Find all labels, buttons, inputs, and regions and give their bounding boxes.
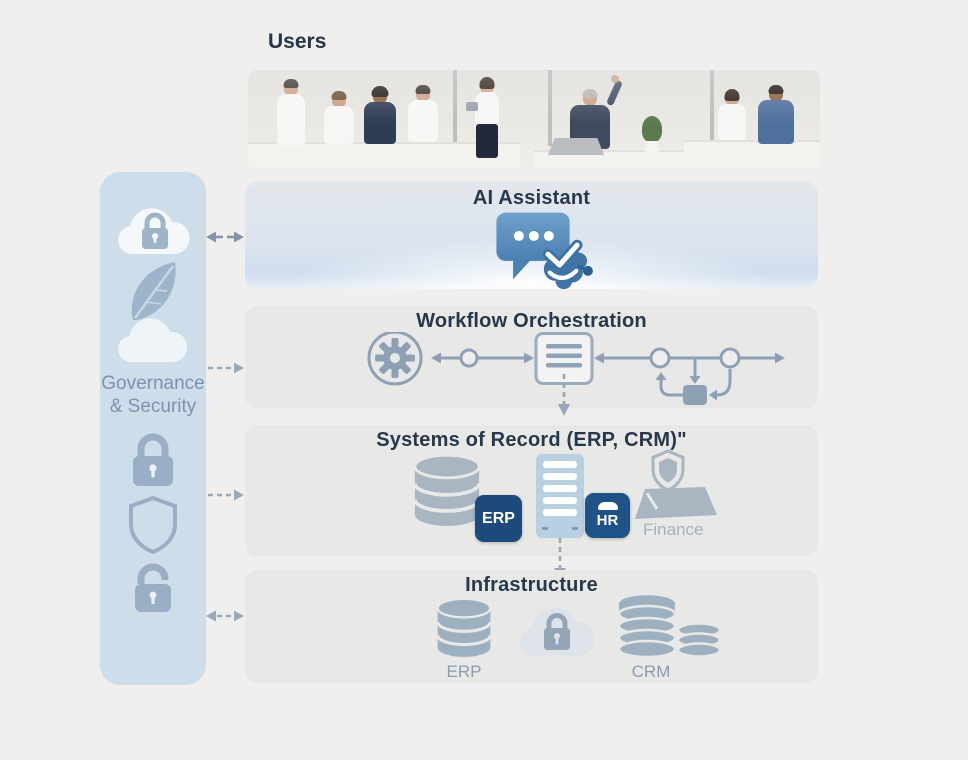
workflow-title: Workflow Orchestration: [416, 310, 647, 332]
process-node-icon: [719, 347, 741, 369]
infra-crm-label: CRM: [631, 662, 671, 681]
cloud-lock-icon: [513, 602, 599, 665]
erp-badge-label: ERP: [482, 509, 515, 527]
laptop-photo: [548, 138, 604, 155]
meeting-table: [684, 140, 820, 168]
cloud-lock-icon: [112, 204, 194, 263]
photo-figure: [324, 91, 354, 146]
process-node-icon: [649, 347, 671, 369]
gear-icon: [375, 338, 415, 378]
ai-assistant-title: AI Assistant: [472, 187, 591, 209]
gear-ring: [367, 330, 423, 386]
layer-systems-of-record: Systems of Record (ERP, CRM)" ERP: [245, 425, 818, 556]
laptop-icon: [633, 487, 717, 526]
shield-icon: [126, 494, 180, 561]
lock-icon: [127, 430, 179, 493]
task-square-icon: [683, 385, 707, 405]
arrow-sidebar-to-ai: [206, 229, 244, 245]
photo-figure: [466, 77, 500, 158]
erp-badge: ERP: [475, 495, 522, 542]
photo-figure: [364, 86, 396, 146]
database-icon: [413, 453, 481, 536]
arrow-sidebar-to-workflow: [206, 360, 244, 376]
arrow-workflow-to-systems: [556, 374, 572, 416]
users-label: Users: [268, 30, 327, 53]
arrow-sidebar-to-systems: [206, 487, 244, 503]
crm-database-stack-icon: [617, 592, 722, 669]
arrow-sidebar-to-infrastructure: [206, 608, 244, 624]
infrastructure-title: Infrastructure: [465, 574, 598, 596]
photo-figure: [718, 89, 746, 142]
window-frame-line: [453, 70, 457, 146]
leaf-icon: [127, 260, 179, 329]
workflow-flow-graphic: [245, 330, 818, 413]
plant: [642, 116, 662, 142]
governance-security-label: Governance & Security: [84, 372, 222, 418]
cloud-icon: [113, 318, 193, 369]
photo-figure: [408, 85, 438, 144]
server-icon: [535, 453, 585, 544]
window-frame-line: [548, 70, 552, 146]
ai-chat-icon: [493, 211, 593, 295]
window-frame-line: [710, 70, 714, 146]
finance-label: Finance: [643, 520, 704, 539]
process-node-icon: [459, 348, 479, 368]
photo-haze: [248, 70, 820, 168]
governance-sidebar: Governance & Security: [100, 172, 206, 685]
security-line: & Security: [109, 396, 197, 417]
photo-figure: [758, 85, 794, 146]
plant-pot: [645, 141, 659, 154]
governance-line: Governance: [101, 373, 205, 394]
layer-workflow-orchestration: Workflow Orchestration: [245, 306, 818, 408]
hr-badge: HR: [585, 493, 630, 538]
layer-infrastructure: Infrastructure ERP: [245, 570, 818, 683]
unlock-icon: [127, 558, 179, 621]
infra-erp-label: ERP: [446, 662, 482, 681]
erp-database-icon: [433, 597, 495, 665]
photo-figure: [276, 79, 306, 148]
systems-title: Systems of Record (ERP, CRM)": [376, 429, 687, 451]
layer-ai-assistant: AI Assistant: [245, 181, 818, 290]
users-photo: [248, 70, 820, 168]
hr-badge-label: HR: [596, 512, 619, 529]
hat-icon: [597, 502, 618, 510]
